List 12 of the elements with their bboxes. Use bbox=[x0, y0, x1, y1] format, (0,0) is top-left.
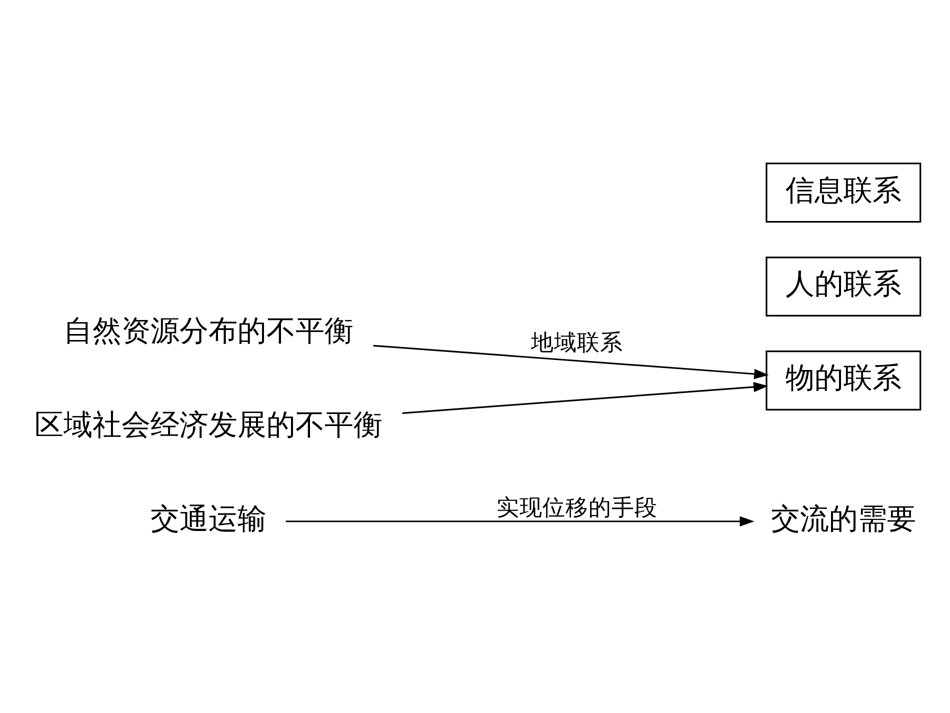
node-text: 区域社会经济发展的不平衡 bbox=[34, 407, 383, 442]
edge-label: 地域联系 bbox=[531, 330, 624, 356]
arrow bbox=[286, 516, 754, 526]
node-box: 物的联系 bbox=[766, 350, 922, 410]
edge-label: 实现位移的手段 bbox=[496, 494, 658, 521]
node-box: 人的联系 bbox=[766, 256, 922, 316]
node-text: 交流的需要 bbox=[770, 501, 916, 535]
arrow bbox=[402, 381, 768, 414]
node-text: 自然资源分布的不平衡 bbox=[64, 313, 354, 348]
node-text: 交通运输 bbox=[150, 501, 267, 535]
arrow bbox=[373, 344, 769, 379]
node-box: 信息联系 bbox=[766, 162, 922, 222]
